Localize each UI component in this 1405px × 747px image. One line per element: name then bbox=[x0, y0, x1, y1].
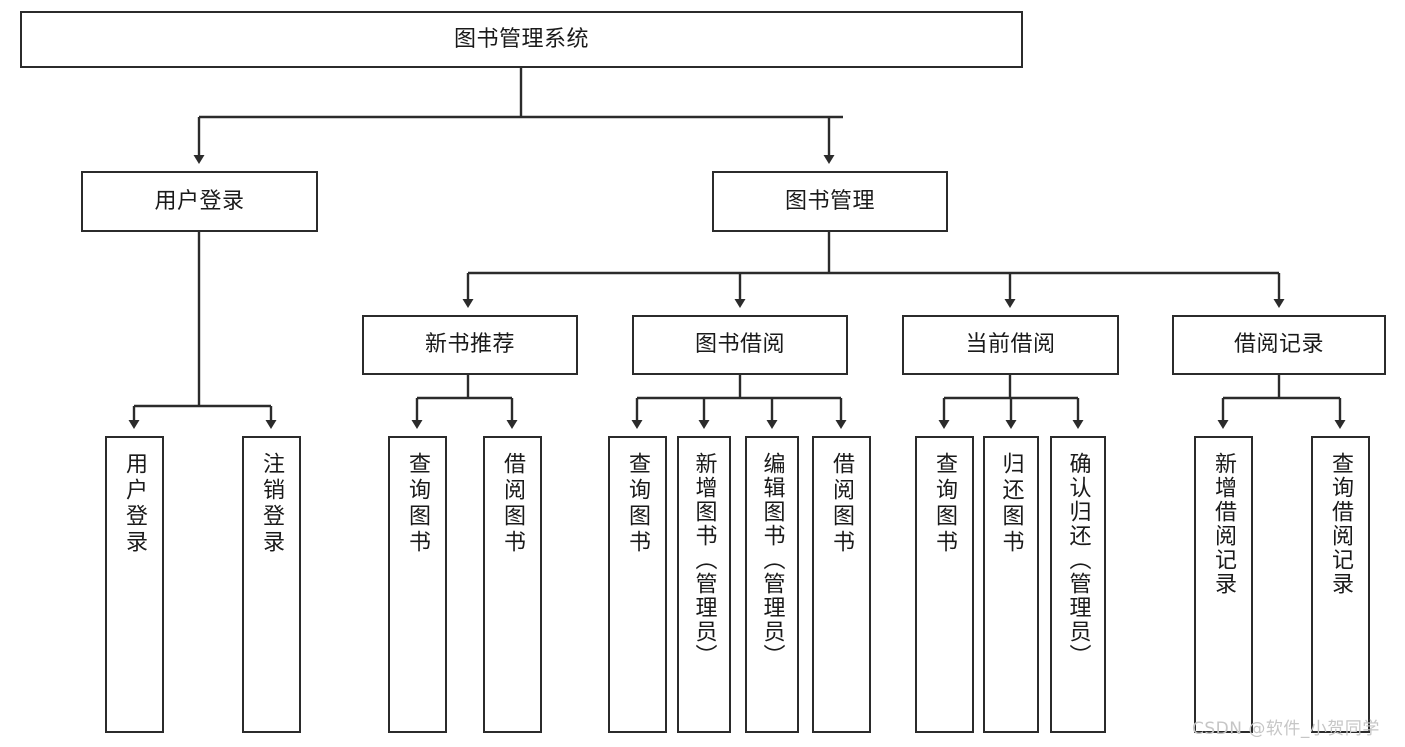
node-book-manage[interactable]: 图书管理 bbox=[712, 171, 948, 232]
leaf-current-borrow-2-label: 归还图书 bbox=[998, 452, 1024, 556]
leaf-book-borrow-3-label: 编辑图书（管理员） bbox=[759, 452, 785, 668]
node-user-login[interactable]: 用户登录 bbox=[81, 171, 318, 232]
node-borrow-record[interactable]: 借阅记录 bbox=[1172, 315, 1386, 375]
leaf-borrow-record-2-label: 查询借阅记录 bbox=[1328, 452, 1354, 596]
leaf-book-borrow-1-label: 查询图书 bbox=[625, 452, 651, 556]
leaf-new-book-2[interactable]: 借阅图书 bbox=[483, 436, 542, 733]
leaf-current-borrow-1-label: 查询图书 bbox=[932, 452, 958, 556]
leaf-current-borrow-1[interactable]: 查询图书 bbox=[915, 436, 974, 733]
leaf-borrow-record-1[interactable]: 新增借阅记录 bbox=[1194, 436, 1253, 733]
leaf-current-borrow-3-label: 确认归还（管理员） bbox=[1065, 452, 1091, 668]
node-user-login-label: 用户登录 bbox=[154, 188, 245, 214]
leaf-new-book-1-label: 查询图书 bbox=[405, 452, 431, 556]
node-current-borrow-label: 当前借阅 bbox=[965, 332, 1056, 358]
leaf-book-borrow-2-label: 新增图书（管理员） bbox=[691, 452, 717, 668]
leaf-book-borrow-4[interactable]: 借阅图书 bbox=[812, 436, 871, 733]
leaf-user-login-2-label: 注销登录 bbox=[259, 452, 285, 556]
node-root[interactable]: 图书管理系统 bbox=[20, 11, 1023, 68]
leaf-new-book-1[interactable]: 查询图书 bbox=[388, 436, 447, 733]
node-new-book-label: 新书推荐 bbox=[424, 332, 515, 358]
leaf-current-borrow-2[interactable]: 归还图书 bbox=[983, 436, 1039, 733]
leaf-current-borrow-3[interactable]: 确认归还（管理员） bbox=[1050, 436, 1106, 733]
leaf-book-borrow-4-label: 借阅图书 bbox=[829, 452, 855, 556]
leaf-book-borrow-2[interactable]: 新增图书（管理员） bbox=[677, 436, 731, 733]
node-root-label: 图书管理系统 bbox=[453, 26, 589, 52]
node-book-borrow-label: 图书借阅 bbox=[694, 332, 785, 358]
leaf-user-login-1-label: 用户登录 bbox=[122, 452, 148, 556]
leaf-user-login-2[interactable]: 注销登录 bbox=[242, 436, 301, 733]
node-new-book[interactable]: 新书推荐 bbox=[362, 315, 578, 375]
node-book-borrow[interactable]: 图书借阅 bbox=[632, 315, 848, 375]
node-book-manage-label: 图书管理 bbox=[784, 188, 875, 214]
leaf-book-borrow-1[interactable]: 查询图书 bbox=[608, 436, 667, 733]
leaf-user-login-1[interactable]: 用户登录 bbox=[105, 436, 164, 733]
leaf-new-book-2-label: 借阅图书 bbox=[500, 452, 526, 556]
leaf-book-borrow-3[interactable]: 编辑图书（管理员） bbox=[745, 436, 799, 733]
leaf-borrow-record-1-label: 新增借阅记录 bbox=[1211, 452, 1237, 596]
node-borrow-record-label: 借阅记录 bbox=[1233, 332, 1324, 358]
node-current-borrow[interactable]: 当前借阅 bbox=[902, 315, 1119, 375]
leaf-borrow-record-2[interactable]: 查询借阅记录 bbox=[1311, 436, 1370, 733]
